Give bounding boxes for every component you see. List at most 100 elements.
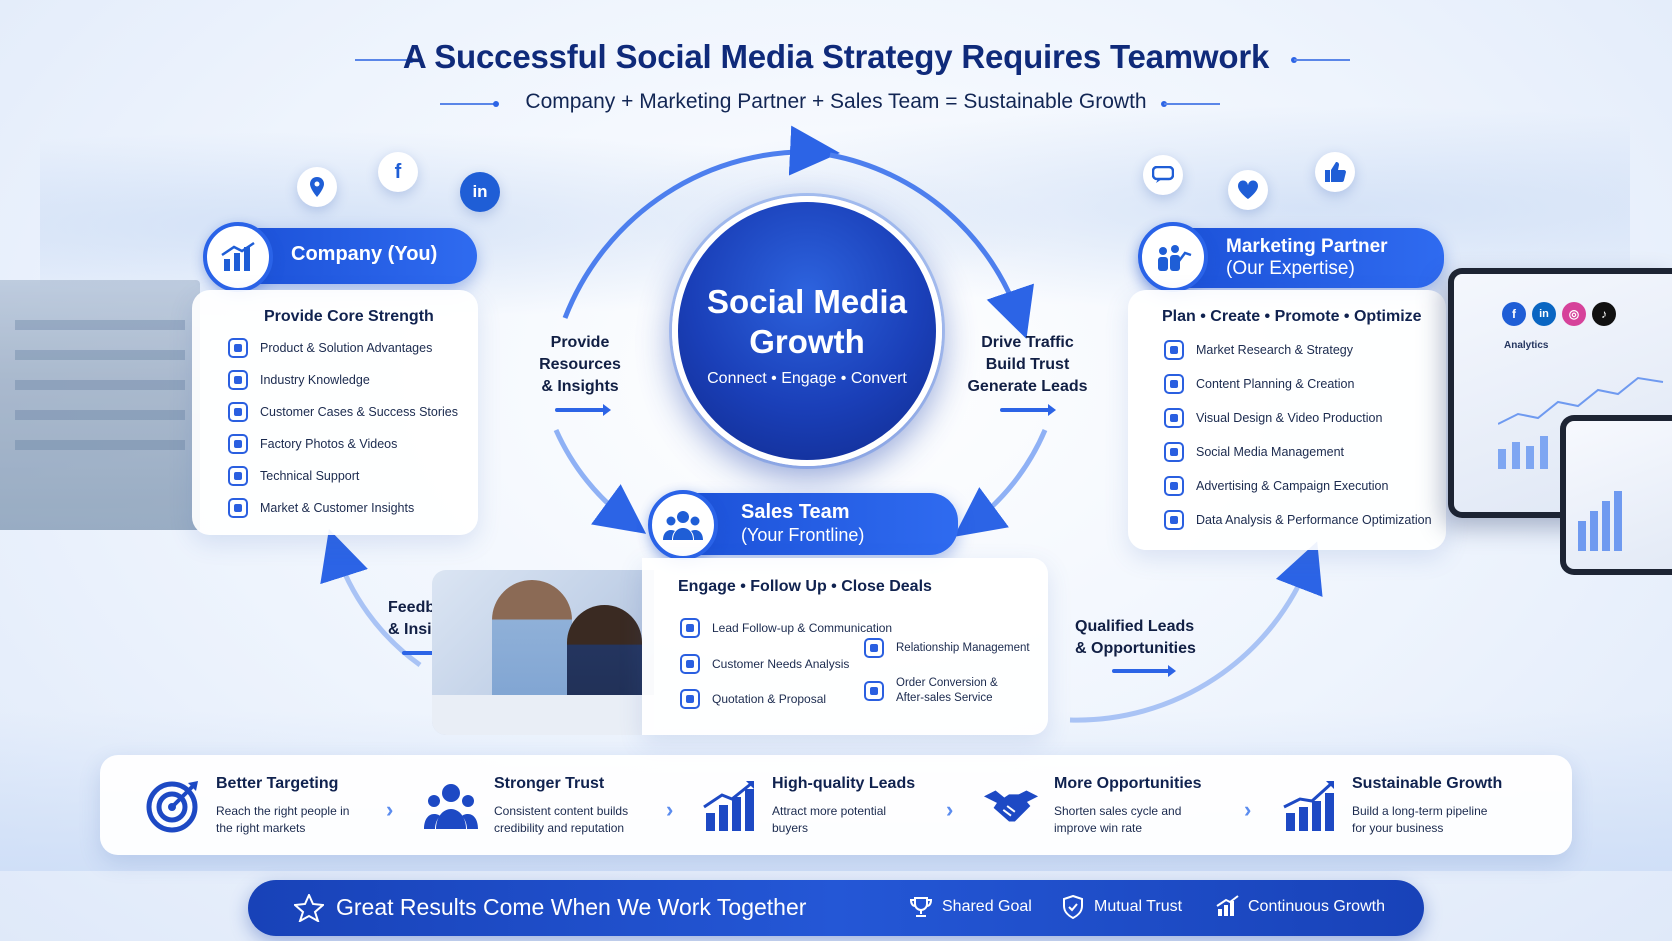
- partner-title-line1: Marketing Partner: [1226, 236, 1388, 257]
- thumbs-up-icon: [1315, 152, 1355, 192]
- partner-item: Market Research & Strategy: [1164, 340, 1353, 360]
- chevron-right-icon: ›: [386, 797, 394, 822]
- chevron-right-icon: ›: [1244, 797, 1252, 822]
- benefit-item: More Opportunities Shorten sales cycle a…: [982, 755, 1222, 855]
- quotation-icon: [680, 689, 700, 709]
- tablet-image: [1560, 415, 1672, 575]
- research-icon: [1164, 340, 1184, 360]
- company-chart-icon: [203, 222, 273, 292]
- subtitle-right-line: [1161, 101, 1220, 107]
- benefits-strip: Better Targeting Reach the right people …: [100, 755, 1572, 855]
- gear-icon: [228, 466, 248, 486]
- heart-icon: [1228, 170, 1268, 210]
- partner-item-label: Advertising & Campaign Execution: [1196, 479, 1389, 493]
- qualified-line1: Qualified Leads: [1075, 618, 1195, 635]
- company-item-label: Industry Knowledge: [260, 373, 370, 387]
- benefit-item: Stronger Trust Consistent content builds…: [422, 755, 652, 855]
- company-heading: Provide Core Strength: [264, 308, 434, 325]
- partner-title-line2: (Our Expertise): [1226, 258, 1355, 279]
- tiktok-app-icon: ♪: [1592, 302, 1616, 326]
- partner-item-label: Market Research & Strategy: [1196, 343, 1354, 357]
- social-management-icon: [1164, 442, 1184, 462]
- company-item-label: Market & Customer Insights: [260, 501, 415, 515]
- title-left-line: [355, 57, 414, 63]
- trophy-icon: [910, 897, 932, 917]
- partner-heading: Plan • Create • Promote • Optimize: [1162, 308, 1422, 325]
- location-pin-icon: [297, 167, 337, 207]
- sales-heading: Engage • Follow Up • Close Deals: [678, 578, 932, 595]
- sales-team-icon: [648, 490, 718, 560]
- bar-chart-icon: [700, 777, 758, 835]
- partner-item: Visual Design & Video Production: [1164, 408, 1382, 428]
- sales-item: Relationship Management: [864, 638, 1030, 658]
- follow-up-icon: [680, 618, 700, 638]
- qualified-arrow: [1112, 665, 1176, 677]
- order-conversion-icon: [864, 681, 884, 701]
- provide-arrow: [555, 404, 611, 416]
- linkedin-icon: in: [460, 172, 500, 212]
- company-item: Factory Photos & Videos: [228, 434, 397, 454]
- subtitle-left-line: [440, 101, 499, 107]
- photo-icon: [228, 434, 248, 454]
- drive-line3: Generate Leads: [967, 378, 1088, 395]
- sales-title-line1: Sales Team: [741, 501, 850, 523]
- benefit-title: Sustainable Growth: [1352, 775, 1503, 792]
- partner-item: Content Planning & Creation: [1164, 374, 1354, 394]
- partner-item-label: Social Media Management: [1196, 445, 1344, 459]
- growth-chart-icon: [1280, 777, 1338, 835]
- company-item: Product & Solution Advantages: [228, 338, 432, 358]
- benefit-desc: Shorten sales cycle and improve win rate: [1054, 804, 1182, 835]
- footer-tagline: Great Results Come When We Work Together: [336, 894, 807, 920]
- provide-line3: & Insights: [541, 378, 619, 395]
- benefit-item: Better Targeting Reach the right people …: [144, 755, 364, 855]
- handshake-icon: [982, 777, 1040, 835]
- factory-icon: [228, 338, 248, 358]
- facebook-icon: f: [378, 152, 418, 192]
- partner-title: Marketing Partner (Our Expertise): [1226, 236, 1388, 280]
- title-right-line: [1291, 57, 1350, 63]
- star-icon: [294, 894, 324, 922]
- people-icon: [422, 777, 480, 835]
- company-item: Customer Cases & Success Stories: [228, 402, 458, 422]
- sales-title-line2: (Your Frontline): [741, 525, 865, 545]
- sales-item-label: Order Conversion & After-sales Service: [896, 677, 998, 704]
- drive-line1: Drive Traffic: [981, 334, 1074, 351]
- video-icon: [1164, 408, 1184, 428]
- campaign-icon: [1164, 476, 1184, 496]
- company-item-label: Factory Photos & Videos: [260, 437, 398, 451]
- benefit-desc: Build a long-term pipeline for your busi…: [1352, 804, 1488, 835]
- hub-title-line2: Growth: [749, 323, 865, 360]
- partner-card: Plan • Create • Promote • Optimize Marke…: [1128, 290, 1446, 550]
- company-item-label: Technical Support: [260, 469, 360, 483]
- needs-analysis-icon: [680, 654, 700, 674]
- company-item: Market & Customer Insights: [228, 498, 414, 518]
- benefit-desc: Attract more potential buyers: [772, 804, 887, 835]
- provide-line2: Resources: [539, 356, 621, 373]
- benefit-item: High-quality Leads Attract more potentia…: [700, 755, 930, 855]
- footer-shared-goal: Shared Goal: [942, 898, 1032, 915]
- company-item: Industry Knowledge: [228, 370, 370, 390]
- sales-item: Quotation & Proposal: [680, 689, 826, 709]
- sales-item-label: Relationship Management: [896, 642, 1030, 654]
- benefit-desc: Consistent content builds credibility an…: [494, 804, 629, 835]
- company-item: Technical Support: [228, 466, 359, 486]
- page-title: A Successful Social Media Strategy Requi…: [402, 38, 1270, 75]
- relationship-icon: [864, 638, 884, 658]
- page-subtitle: Company + Marketing Partner + Sales Team…: [525, 90, 1147, 113]
- benefit-title: High-quality Leads: [772, 775, 916, 792]
- sales-team-photo: [432, 570, 654, 735]
- sales-item-label: Lead Follow-up & Communication: [712, 621, 893, 635]
- provide-line1: Provide: [550, 334, 610, 351]
- benefit-title: Stronger Trust: [494, 775, 605, 792]
- analytics-icon: [1164, 510, 1184, 530]
- partner-item-label: Visual Design & Video Production: [1196, 411, 1383, 425]
- qualified-leads-label: Qualified Leads & Opportunities: [1075, 616, 1215, 660]
- case-study-icon: [228, 402, 248, 422]
- analytics-label: Analytics: [1504, 340, 1549, 351]
- partner-item: Data Analysis & Performance Optimization: [1164, 510, 1432, 530]
- factory-building-image: [0, 280, 200, 530]
- partner-item: Advertising & Campaign Execution: [1164, 476, 1388, 496]
- drive-arrow: [1000, 404, 1056, 416]
- shield-icon: [1063, 895, 1083, 919]
